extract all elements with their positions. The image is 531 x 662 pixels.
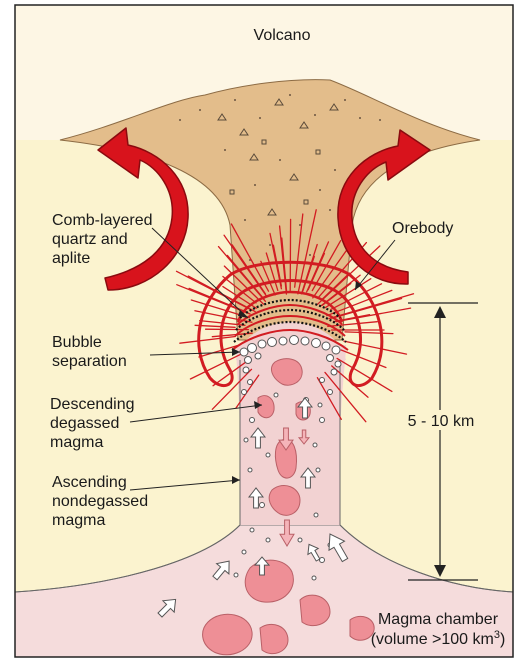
bubble	[250, 528, 254, 532]
bubble	[312, 339, 321, 348]
bubble	[335, 361, 341, 367]
label-descending-line3: magma	[50, 434, 103, 451]
label-descending-line1: Descending	[50, 396, 135, 413]
bubble	[240, 348, 248, 356]
bubble	[316, 468, 320, 472]
bubble	[290, 336, 299, 345]
bubble	[245, 357, 252, 364]
bubble	[320, 558, 325, 563]
bubble	[298, 538, 302, 542]
label-magma-chamber: Magma chamber	[378, 611, 499, 628]
bubble	[248, 468, 252, 472]
bubble	[243, 367, 249, 373]
label-ascending-line1: Ascending	[52, 474, 127, 491]
label-descending-line2: degassed	[50, 415, 119, 432]
bubble	[279, 337, 287, 345]
bubble	[314, 513, 318, 517]
diagram-title: Volcano	[254, 27, 311, 44]
label-volume-suffix: )	[500, 631, 505, 648]
label-depth: 5 - 10 km	[408, 413, 475, 430]
bubble	[332, 346, 340, 354]
bubble	[331, 369, 337, 375]
bubble	[266, 538, 270, 542]
bubble	[244, 438, 248, 442]
bubble	[312, 576, 316, 580]
bubble	[313, 443, 317, 447]
bubble	[322, 342, 330, 350]
bubble	[268, 338, 277, 347]
bubble	[248, 344, 257, 353]
bubble	[327, 355, 334, 362]
bubble	[301, 337, 309, 345]
label-bubble-line1: Bubble	[52, 334, 102, 351]
label-bubble-line2: separation	[52, 353, 127, 370]
label-comb-line3: aplite	[52, 250, 90, 267]
bubble	[242, 550, 246, 554]
bubble	[274, 393, 278, 397]
bubble	[258, 340, 266, 348]
label-ascending-line2: nondegassed	[52, 493, 148, 510]
bubble	[318, 403, 322, 407]
bubble	[255, 353, 261, 359]
label-volume-prefix: (volume >100 km	[371, 631, 494, 648]
bubble	[328, 390, 333, 395]
bubble	[242, 390, 247, 395]
bubble	[320, 418, 325, 423]
label-comb-line1: Comb-layered	[52, 212, 152, 229]
label-orebody: Orebody	[392, 220, 453, 237]
bubble	[260, 503, 265, 508]
label-comb-line2: quartz and	[52, 231, 128, 248]
label-chamber-volume: (volume >100 km3)	[371, 629, 506, 648]
bubble	[250, 418, 255, 423]
bubble	[234, 573, 238, 577]
bubble	[248, 380, 253, 385]
bubble	[266, 453, 270, 457]
label-ascending-line3: magma	[52, 512, 105, 529]
bubble	[320, 378, 325, 383]
